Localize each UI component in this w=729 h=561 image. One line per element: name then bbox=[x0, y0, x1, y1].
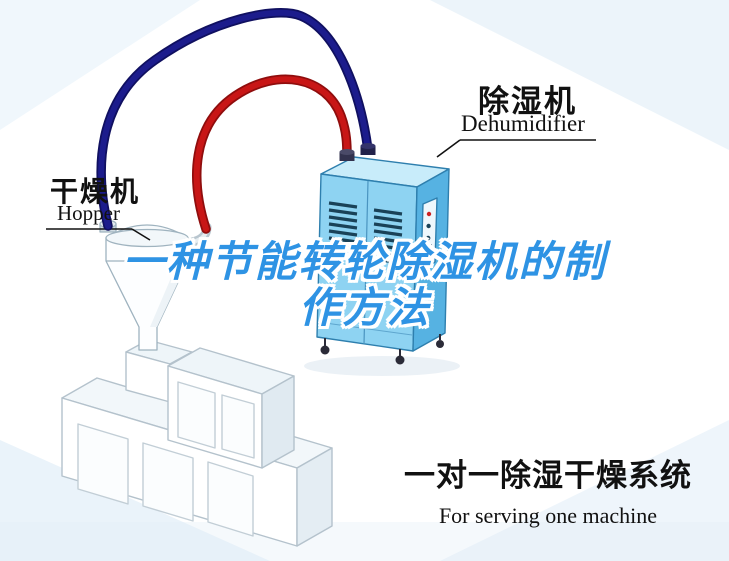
bottom-caption-cn: 一对一除湿干燥系统 bbox=[404, 458, 692, 493]
extruder-panel bbox=[142, 442, 194, 522]
dehumidifier-shadow bbox=[304, 356, 460, 376]
watermark-line2: 作方法 bbox=[298, 286, 431, 332]
control-display bbox=[424, 244, 432, 255]
dehumidifier-lower-seam bbox=[317, 321, 413, 336]
pipe-connector bbox=[339, 152, 355, 161]
caster-wheel bbox=[395, 355, 405, 365]
dryer-label-cn: 干燥机 bbox=[50, 176, 141, 207]
extruder-base-side bbox=[296, 447, 333, 547]
caster-wheels bbox=[320, 334, 444, 365]
bg-diagonal-top-right bbox=[430, 0, 729, 150]
vent-grille-right bbox=[373, 208, 403, 265]
control-button bbox=[426, 223, 431, 229]
hopper-body-shade bbox=[150, 238, 188, 327]
watermark-title: 一种节能转轮除湿机的制 作方法 bbox=[0, 240, 729, 332]
dry-air-pipe-blue bbox=[98, 9, 371, 229]
bottom-caption-en: For serving one machine bbox=[438, 503, 658, 528]
caster-wheel bbox=[320, 345, 330, 355]
pipes bbox=[96, 8, 373, 234]
dehumidifier-door-seam bbox=[363, 180, 369, 345]
dehumidifier-label-en: Dehumidifier bbox=[461, 111, 585, 136]
watermark-line1: 一种节能转轮除湿机的制 bbox=[122, 240, 607, 286]
dryer-callout-pointer bbox=[131, 228, 151, 241]
bg-diagonal-bottom-right bbox=[440, 420, 729, 561]
callout-lines bbox=[46, 139, 596, 241]
extruder-panel bbox=[77, 423, 129, 505]
extruder-cabinet-door bbox=[177, 381, 216, 449]
extruder-machine bbox=[61, 339, 333, 547]
extruder-panel bbox=[207, 461, 254, 537]
pipe-connector bbox=[360, 146, 376, 155]
extruder-cabinet-side bbox=[261, 375, 295, 469]
dehumidifier-label-cn: 除湿机 bbox=[478, 84, 577, 119]
pipe-connector-top bbox=[339, 149, 355, 155]
extruder-cabinet-door bbox=[221, 394, 255, 459]
indicator-light-red bbox=[426, 211, 432, 217]
bottom-caption: 一对一除湿干燥系统 For serving one machine bbox=[398, 450, 698, 529]
control-button bbox=[426, 235, 431, 241]
vent-grille-left bbox=[328, 201, 358, 258]
dehumidifier-machine bbox=[316, 156, 450, 365]
dryer-label-en: Hopper bbox=[57, 201, 120, 225]
bg-diagonal-top-left bbox=[0, 0, 200, 130]
pipe-connectors bbox=[339, 143, 376, 161]
bg-floor-band bbox=[0, 522, 729, 561]
return-air-pipe-red bbox=[193, 76, 350, 232]
dehumidifier-callout-pointer bbox=[436, 139, 461, 158]
caster-wheel bbox=[436, 340, 444, 348]
pipe-connector-top bbox=[360, 143, 376, 149]
